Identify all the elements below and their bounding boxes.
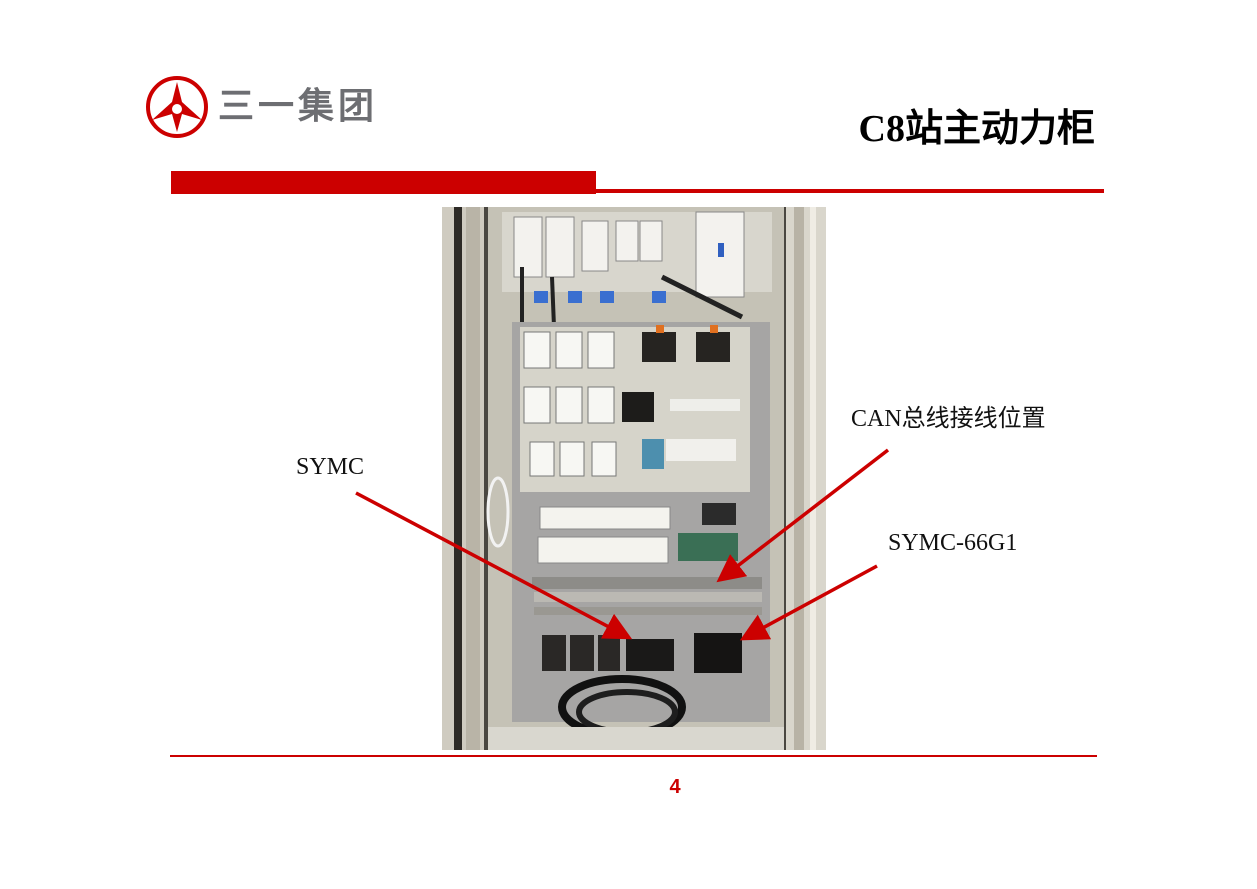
page-number: 4: [669, 776, 681, 798]
label-symc-66g1: SYMC-66G1: [888, 530, 1018, 556]
header-bar-thick: [171, 171, 596, 194]
sany-logo-icon: [146, 76, 208, 138]
power-cabinet-photo: [442, 207, 826, 750]
slide-title: C8站主动力柜: [858, 108, 1095, 150]
header-bar-thin: [596, 189, 1104, 193]
footer-line: [170, 755, 1097, 757]
label-symc: SYMC: [296, 454, 365, 480]
logo-text: 三一集团: [218, 86, 379, 127]
label-can-bus: CAN总线接线位置: [851, 406, 1046, 432]
